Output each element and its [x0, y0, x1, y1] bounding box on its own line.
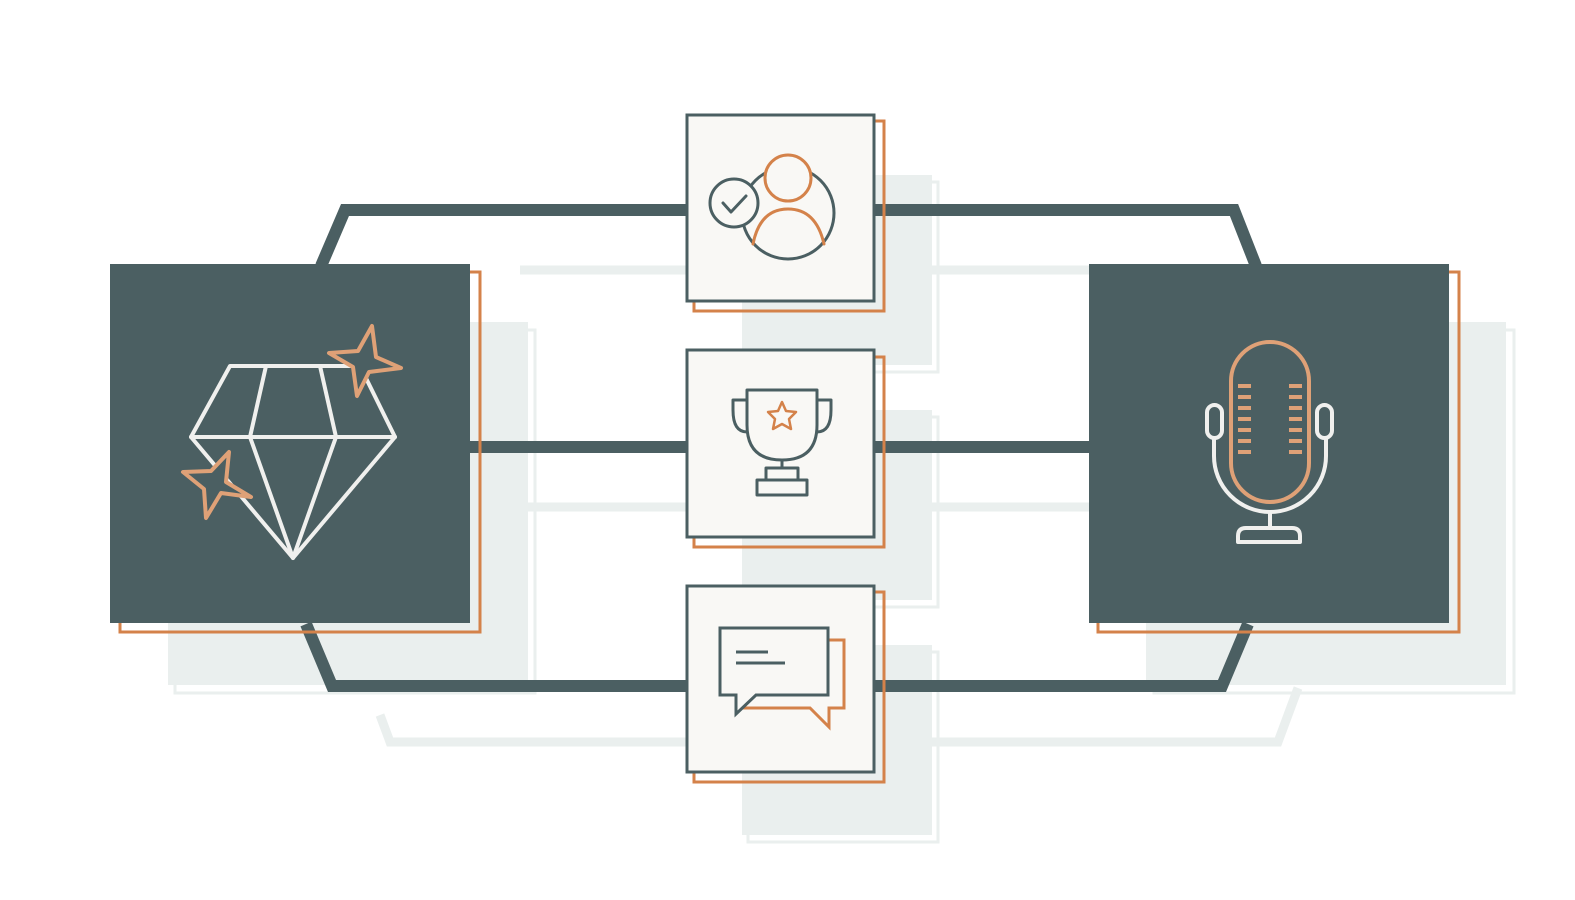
diamond-icon — [189, 364, 397, 560]
sparkle-icon — [181, 324, 403, 520]
chat-bubbles-icon — [718, 626, 846, 731]
middle-card — [685, 348, 886, 549]
microphone-icon — [1205, 340, 1334, 544]
top-card — [685, 113, 886, 313]
right-hub-box — [1089, 264, 1449, 623]
left-hub — [110, 264, 482, 634]
bottom-card — [685, 584, 886, 784]
middle-card-box — [685, 348, 876, 539]
left-hub-box — [110, 264, 470, 623]
right-hub — [1089, 264, 1461, 634]
trophy-icon — [731, 388, 833, 497]
mic-capsule — [1229, 340, 1311, 504]
check-badge-icon — [708, 177, 760, 229]
verified-user-icon — [708, 153, 836, 261]
trophy-star-icon — [766, 400, 798, 431]
